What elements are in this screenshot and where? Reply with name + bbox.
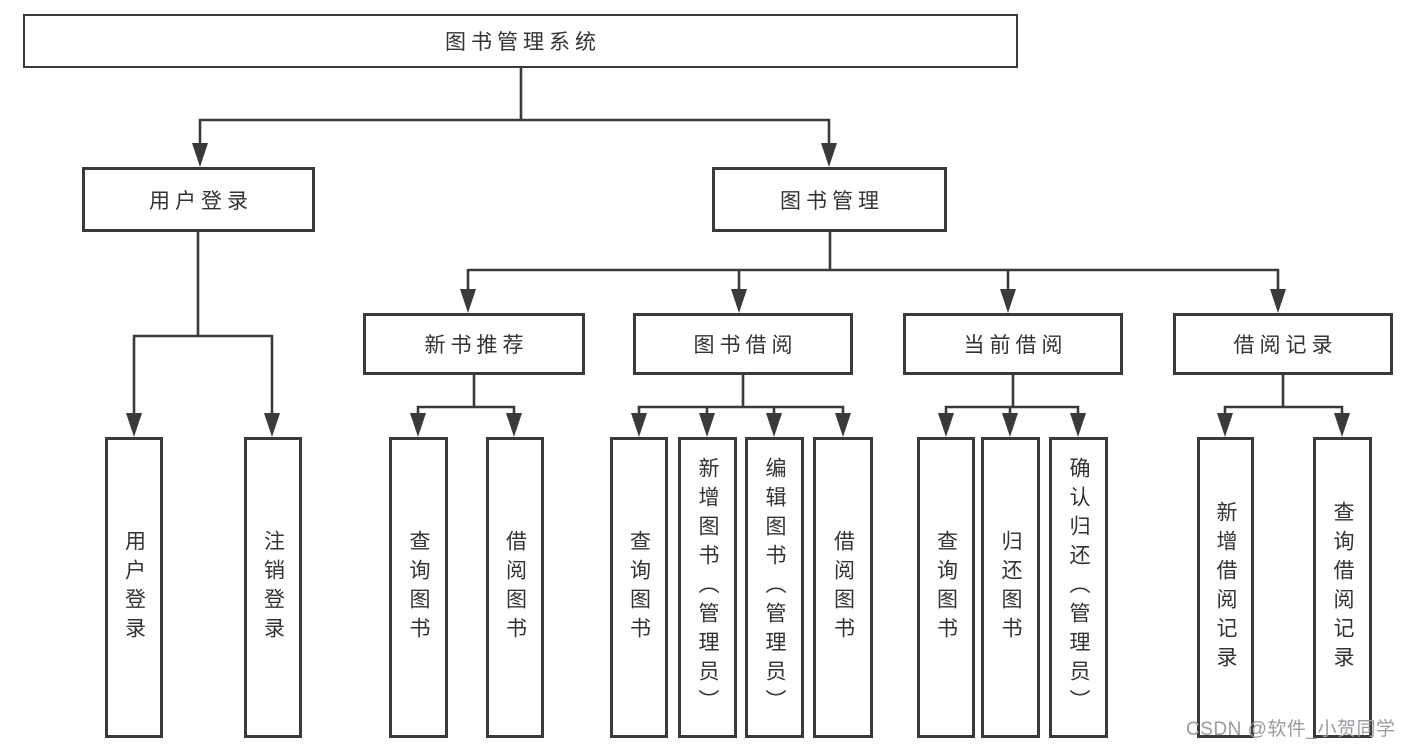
- leaf-borrowing-query-books-label: 查询图书: [627, 529, 651, 646]
- leaf-current-confirm-return-admin: 确认归还（管理员）: [1049, 437, 1108, 738]
- leaf-borrowing-borrow-books: 借阅图书: [813, 437, 873, 738]
- leaf-current-confirm-return-admin-label: 确认归还（管理员）: [1067, 457, 1090, 718]
- leaf-borrowing-borrow-books-label: 借阅图书: [831, 529, 855, 646]
- leaf-current-return-books-label: 归还图书: [999, 529, 1022, 646]
- leaf-newrec-query-books-label: 查询图书: [407, 529, 430, 646]
- leaf-logout-label: 注销登录: [261, 529, 285, 646]
- node-user-login: 用户登录: [82, 167, 315, 232]
- leaf-newrec-query-books: 查询图书: [389, 437, 448, 738]
- node-new-book-recommend: 新书推荐: [363, 313, 585, 375]
- node-borrow-records: 借阅记录: [1173, 313, 1393, 375]
- node-root-system: 图书管理系统: [23, 14, 1018, 68]
- node-current-borrowing: 当前借阅: [903, 313, 1123, 375]
- leaf-records-query-record: 查询借阅记录: [1313, 437, 1372, 738]
- csdn-watermark: CSDN @软件_小贺同学: [1186, 719, 1396, 740]
- leaf-borrowing-query-books: 查询图书: [610, 437, 668, 738]
- leaf-current-query-books: 查询图书: [917, 437, 975, 738]
- leaf-current-query-books-label: 查询图书: [934, 529, 958, 646]
- leaf-borrowing-edit-books-admin-label: 编辑图书（管理员）: [763, 457, 786, 718]
- leaf-records-add-record: 新增借阅记录: [1197, 437, 1254, 738]
- leaf-newrec-borrow-books: 借阅图书: [486, 437, 544, 738]
- leaf-borrowing-edit-books-admin: 编辑图书（管理员）: [745, 437, 804, 738]
- leaf-logout: 注销登录: [244, 437, 302, 738]
- leaf-user-login-label: 用户登录: [122, 529, 146, 646]
- leaf-newrec-borrow-books-label: 借阅图书: [503, 529, 527, 646]
- leaf-current-return-books: 归还图书: [981, 437, 1040, 738]
- leaf-borrowing-add-books-admin-label: 新增图书（管理员）: [696, 457, 719, 718]
- node-book-borrowing: 图书借阅: [633, 313, 853, 375]
- leaf-borrowing-add-books-admin: 新增图书（管理员）: [678, 437, 737, 738]
- node-book-management: 图书管理: [712, 167, 947, 232]
- leaf-records-query-record-label: 查询借阅记录: [1331, 500, 1354, 675]
- leaf-user-login: 用户登录: [105, 437, 163, 738]
- leaf-records-add-record-label: 新增借阅记录: [1214, 500, 1237, 675]
